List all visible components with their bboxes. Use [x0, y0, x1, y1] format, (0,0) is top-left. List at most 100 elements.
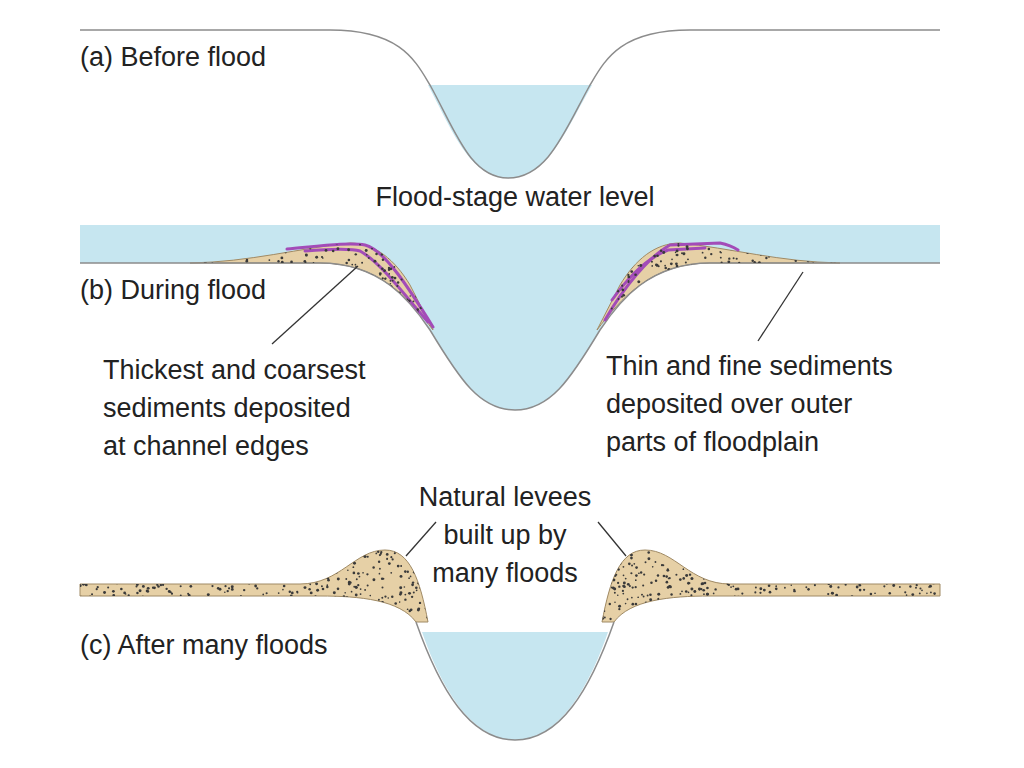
sediment-grain: [279, 283, 281, 285]
sediment-grain: [382, 277, 384, 279]
sediment-grain: [236, 569, 238, 571]
sediment-grain: [251, 323, 254, 326]
sediment-grain: [392, 558, 394, 560]
sediment-grain: [258, 561, 260, 563]
sediment-grain: [632, 317, 635, 320]
sediment-grain: [370, 303, 372, 305]
sediment-grain: [373, 299, 376, 302]
sediment-grain: [696, 288, 698, 290]
sediment-grain: [708, 604, 710, 606]
sediment-grain: [616, 316, 619, 319]
sediment-grain: [296, 277, 299, 280]
sediment-grain: [802, 549, 805, 552]
sediment-grain: [696, 557, 699, 560]
sediment-grain: [915, 558, 918, 561]
sediment-grain: [866, 569, 868, 571]
sediment-grain: [804, 312, 807, 315]
sediment-grain: [824, 291, 827, 294]
sediment-grain: [345, 562, 347, 564]
sediment-grain: [843, 554, 845, 556]
sediment-grain: [337, 577, 340, 580]
sediment-grain: [808, 269, 810, 271]
sediment-grain: [635, 574, 638, 577]
sediment-grain: [746, 276, 748, 278]
sediment-grain: [307, 322, 309, 324]
sediment-grain: [807, 280, 810, 283]
sediment-grain: [657, 599, 659, 601]
sediment-grain: [350, 582, 352, 584]
sediment-grain: [189, 551, 191, 553]
sediment-grain: [412, 300, 414, 302]
sediment-grain: [626, 314, 629, 317]
sediment-grain: [785, 245, 787, 247]
sediment-grain: [325, 554, 327, 556]
sediment-grain: [305, 262, 307, 264]
sediment-grain: [602, 326, 605, 329]
sediment-grain: [86, 560, 88, 562]
sediment-grain: [333, 591, 336, 594]
sediment-grain: [242, 614, 245, 617]
sediment-grain: [217, 258, 219, 260]
sediment-grain: [624, 317, 627, 320]
sediment-grain: [825, 288, 828, 291]
sediment-grain: [320, 551, 322, 553]
sediment-grain: [679, 593, 681, 595]
sediment-grain: [276, 328, 278, 330]
sediment-grain: [234, 568, 236, 570]
sediment-grain: [414, 289, 417, 292]
sediment-grain: [349, 550, 351, 552]
sediment-grain: [359, 287, 362, 290]
sediment-grain: [687, 556, 690, 559]
sediment-grain: [835, 620, 837, 622]
sediment-grain: [262, 620, 265, 623]
sediment-grain: [336, 247, 339, 250]
sediment-grain: [704, 606, 707, 609]
sediment-grain: [314, 595, 316, 597]
sediment-grain: [805, 554, 808, 557]
sediment-grain: [897, 571, 899, 573]
sediment-grain: [276, 551, 279, 554]
sediment-grain: [765, 246, 767, 248]
sediment-grain: [186, 563, 189, 566]
sediment-grain: [637, 309, 639, 311]
sediment-grain: [636, 608, 638, 610]
sediment-grain: [351, 285, 354, 288]
sediment-grain: [766, 324, 769, 327]
sediment-grain: [819, 617, 822, 620]
sediment-grain: [199, 597, 201, 599]
sediment-grain: [336, 572, 338, 574]
sediment-grain: [330, 556, 332, 558]
sediment-grain: [610, 288, 613, 291]
sediment-grain: [142, 581, 144, 583]
sediment-grain: [614, 592, 616, 594]
sediment-grain: [243, 555, 246, 558]
sediment-grain: [817, 598, 820, 601]
sediment-grain: [406, 320, 409, 323]
sediment-grain: [131, 568, 133, 570]
sediment-grain: [688, 324, 690, 326]
sediment-grain: [288, 613, 291, 616]
sediment-grain: [353, 562, 356, 565]
sediment-grain: [248, 272, 250, 274]
sediment-grain: [359, 299, 362, 302]
sediment-grain: [885, 619, 888, 622]
sediment-grain: [103, 591, 106, 594]
sediment-grain: [684, 308, 687, 311]
sediment-grain: [234, 572, 236, 574]
sediment-grain: [618, 585, 620, 587]
sediment-grain: [88, 552, 90, 554]
sediment-grain: [666, 326, 668, 328]
sediment-grain: [835, 598, 838, 601]
sediment-grain: [190, 267, 192, 269]
sediment-grain: [357, 320, 359, 322]
sediment-grain: [607, 317, 609, 319]
sediment-grain: [778, 278, 780, 280]
sediment-grain: [805, 278, 808, 281]
sediment-grain: [774, 325, 777, 328]
sediment-grain: [810, 274, 812, 276]
sediment-grain: [303, 306, 305, 308]
sediment-grain: [787, 273, 790, 276]
sediment-grain: [830, 251, 832, 253]
sediment-grain: [686, 317, 688, 319]
sediment-grain: [431, 301, 434, 304]
